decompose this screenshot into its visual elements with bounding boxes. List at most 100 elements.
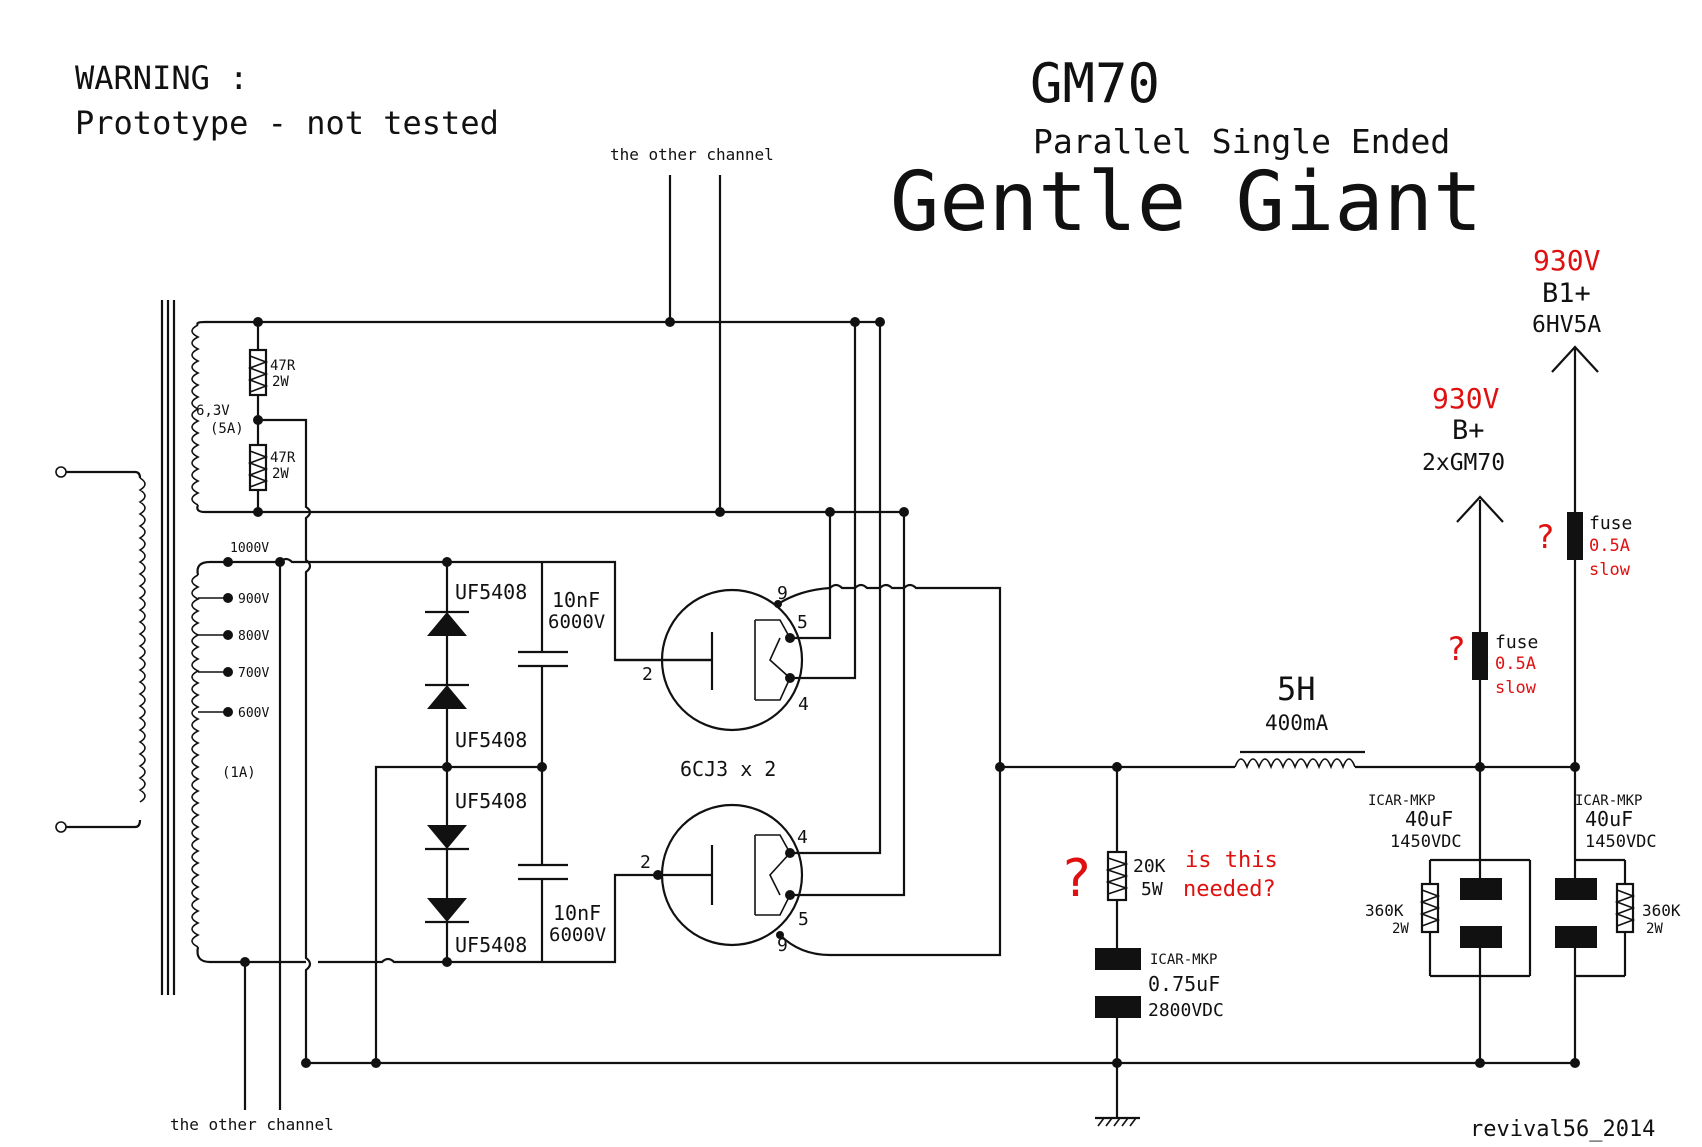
b-plus-cap-type: ICAR-MKP [1368,793,1435,809]
b-plus-cap-value: 40uF [1405,807,1453,831]
tube-2-pin-2: 2 [640,852,651,873]
tap-700v [223,667,233,677]
b-plus-fuse [1472,632,1488,680]
tap-800v-label: 800V [238,629,269,644]
diode-1 [427,612,467,636]
snubber-cap-plate-a [1095,948,1141,970]
heater-r1-power: 2W [272,374,289,390]
subtitle: Parallel Single Ended [1033,122,1450,161]
rectifier-capacitors: 10nF 6000V 10nF 6000V [447,562,606,962]
snubber-value: 0.75uF [1148,972,1220,996]
tap-900v-label: 900V [238,592,269,607]
b1-plus-cap-1 [1555,878,1597,900]
b-plus-cap-voltage: 1450VDC [1390,832,1462,852]
channel-label-bottom: the other channel [170,1115,334,1134]
tap-1000v-label: 1000V [230,541,269,556]
b-plus-cap-1 [1460,878,1502,900]
diode-4-label: UF5408 [455,933,527,957]
b-plus-res-value: 360K [1365,901,1404,920]
b1-plus-arrow [1551,345,1599,373]
heater-voltage-label: 6,3V [196,403,230,419]
heater-r2-value: 47R [270,450,296,466]
snubber-voltage: 2800VDC [1148,1000,1224,1021]
b-plus-supply: ICAR-MKP 40uF 1450VDC 360K 2W ? fuse 0.5… [1365,382,1538,1063]
b1-plus-fuse-rating: 0.5A [1589,536,1630,556]
warning-line-2: Prototype - not tested [75,104,499,142]
b1-plus-cap-voltage: 1450VDC [1585,832,1657,852]
warning-line-1: WARNING : [75,59,248,97]
b1-plus-supply: ICAR-MKP 40uF 1450VDC 360K 2W ? fuse 0.5… [1532,244,1681,1063]
choke-value: 5H [1277,670,1316,708]
diode-2 [427,685,467,709]
tap-900v [223,593,233,603]
b-plus-arrow [1456,495,1504,523]
power-transformer: 1000V 900V 800V 700V 600V (1A) 6,3V (5A) [55,300,269,995]
tube-2-pin-9: 9 [777,935,788,956]
b-plus-voltage: 930V [1432,382,1500,415]
main-title: Gentle Giant [890,155,1482,250]
tube-2-pin-5: 5 [798,909,809,930]
diode-3 [427,825,467,849]
mains-terminal-top [55,466,67,478]
heater-r2-power: 2W [272,466,289,482]
tube-heater-wiring [777,322,1005,957]
b1-plus-fuse-label: fuse [1589,513,1632,534]
cap-1-voltage: 6000V [548,611,605,633]
b1-plus-cap-value: 40uF [1585,807,1633,831]
bleeder-value: 20K [1133,856,1166,877]
cap-1-value: 10nF [552,588,600,612]
damper-tube-2: 4 2 5 9 [640,803,809,956]
snubber-type: ICAR-MKP [1150,952,1217,968]
diode-2-label: UF5408 [455,728,527,752]
b-plus-cap-2 [1460,926,1502,948]
hv-current-label: (1A) [222,765,256,781]
rectifier-diode-stack: UF5408 UF5408 UF5408 UF5408 [425,562,527,962]
primary-winding [138,477,146,803]
bleeder-note-1: is this [1185,848,1278,873]
b-plus-rail: B+ [1452,415,1485,446]
b1-plus-res-power: 2W [1646,921,1663,937]
b-plus-fuse-type: slow [1495,678,1537,698]
tap-600v [223,707,233,717]
b-plus-fuse-label: fuse [1495,632,1538,653]
b-plus-load: 2xGM70 [1422,450,1505,476]
b1-plus-load: 6HV5A [1532,312,1601,338]
channel-label-top: the other channel [610,145,774,164]
b1-plus-fuse [1567,512,1583,560]
tube-type-label: 6CJ3 x 2 [680,757,776,781]
choke-filter: 5H 400mA [1000,670,1580,772]
b1-plus-res-value: 360K [1642,901,1681,920]
diode-1-label: UF5408 [455,580,527,604]
tube-1-pin-9: 9 [777,583,788,604]
damper-tube-1: 9 5 4 2 [615,583,809,732]
bleeder-snubber: ? 20K 5W is this needed? ICAR-MKP 0.75uF… [1063,767,1278,1063]
diode-3-label: UF5408 [455,789,527,813]
b1-plus-fuse-type: slow [1589,560,1631,580]
tube-2-pin-4: 4 [797,827,808,848]
b-plus-fuse-rating: 0.5A [1495,654,1536,674]
heater-winding [191,324,200,506]
choke-current: 400mA [1265,711,1329,735]
cap-2-value: 10nF [553,901,601,925]
b1-plus-cap-type: ICAR-MKP [1575,793,1642,809]
b1-plus-cap-2 [1555,926,1597,948]
b1-plus-rail: B1+ [1542,278,1591,309]
bleeder-note-2: needed? [1183,877,1276,902]
cap-2-voltage: 6000V [549,924,606,946]
diode-4 [427,898,467,922]
bleeder-question: ? [1063,849,1091,909]
choke-coil [1234,758,1356,770]
snubber-cap-plate-b [1095,996,1141,1018]
tube-1-pin-5: 5 [797,612,808,633]
tube-1-pin-2: 2 [642,664,653,685]
author-credit: revival56_2014 [1470,1117,1655,1142]
b1-plus-voltage: 930V [1533,244,1601,277]
heater-current-label: (5A) [210,421,244,437]
model-title: GM70 [1030,52,1160,115]
b-plus-fuse-question: ? [1448,630,1465,668]
tap-700v-label: 700V [238,666,269,681]
heater-bus [258,175,909,517]
heater-resistor-network: 47R 2W 47R 2W [247,317,312,1063]
hv-winding [191,574,200,948]
